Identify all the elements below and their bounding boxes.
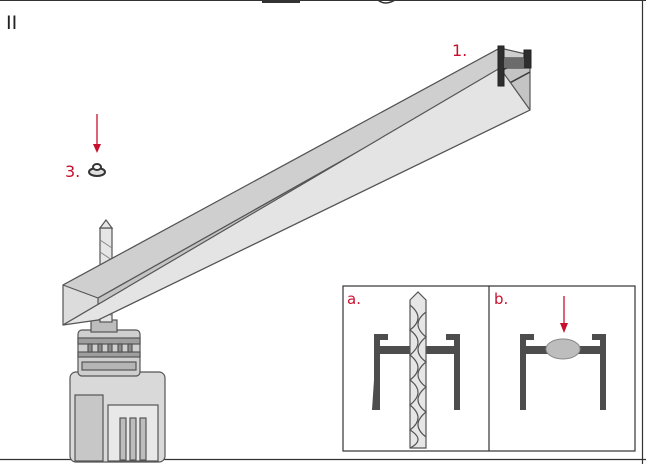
callout-step-3: 3. [65, 162, 80, 181]
step-marker: II [6, 12, 17, 34]
power-drill-icon [69, 319, 166, 463]
arrow-down-icon [560, 296, 568, 333]
drill-bit-icon [408, 291, 427, 449]
screw-plug-icon [88, 163, 106, 177]
inset-b: b. [494, 290, 606, 410]
callout-step-1: 1. [452, 41, 467, 60]
detail-insets: a. b. [342, 285, 636, 452]
aluminium-profile [62, 47, 531, 326]
end-cap-icon [497, 45, 532, 87]
inset-a-label: a. [347, 290, 361, 308]
inset-a: a. [347, 290, 460, 449]
arrow-down-icon [93, 114, 101, 153]
screw-plug-icon [545, 338, 581, 360]
inset-b-label: b. [494, 290, 508, 308]
